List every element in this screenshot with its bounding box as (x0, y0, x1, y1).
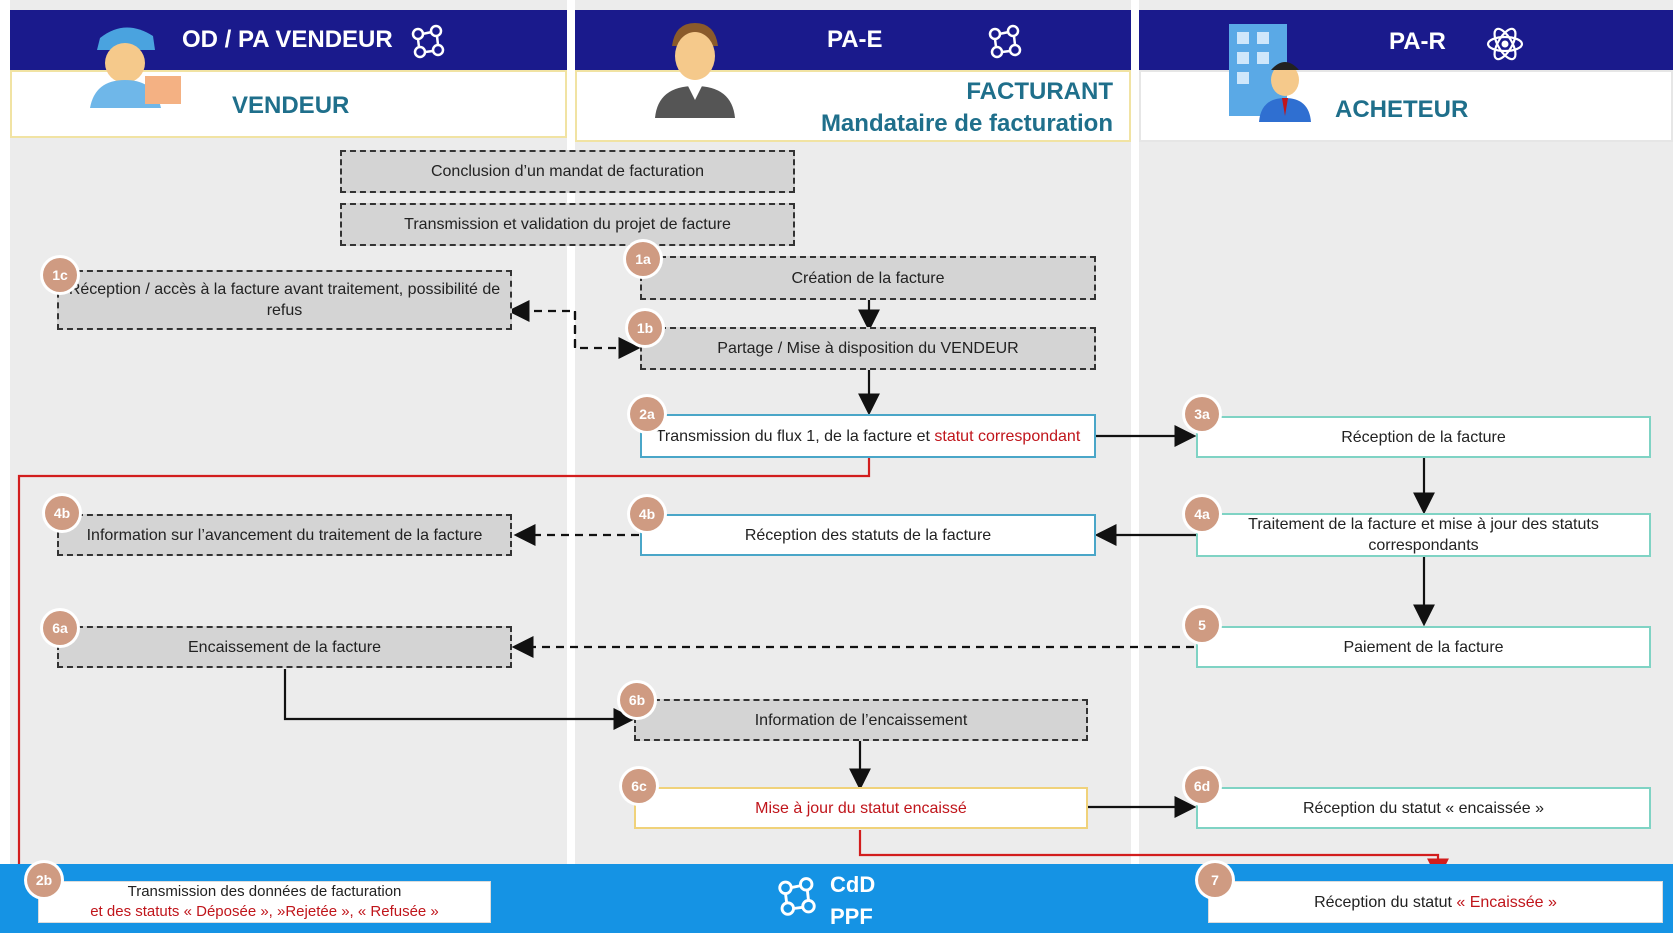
lane-pae-header: PA-E (575, 10, 1131, 70)
step-2a-red-text: statut correspondant (934, 427, 1081, 445)
atom-icon (1485, 24, 1525, 71)
step-5: Paiement de la facture (1196, 626, 1651, 668)
network-icon (408, 22, 448, 69)
step-6a: Encaissement de la facture (57, 626, 512, 668)
step-5-text: Paiement de la facture (1343, 638, 1504, 656)
step-1c-text: Réception / accès à la facture avant tra… (68, 281, 501, 319)
lane-pae-role-line1: FACTURANT (966, 78, 1113, 105)
footer-cdd: CdD (830, 872, 876, 897)
step-6c: Mise à jour du statut encaissé (634, 787, 1088, 829)
step-2b-line2: et des statuts « Déposée », »Rejetée », … (90, 903, 439, 920)
step-6b: Information de l’encaissement (634, 699, 1088, 741)
step-4b-vendeur: Information sur l’avancement du traiteme… (57, 514, 512, 556)
step-6d: Réception du statut « encaissée » (1196, 787, 1651, 829)
businessman-icon (650, 18, 740, 123)
step-7-red-text: « Encaissée » (1456, 893, 1557, 911)
step-1a: Création de la facture (640, 256, 1096, 300)
step-4b-pae-text: Réception des statuts de la facture (744, 526, 992, 544)
step-3a-badge: 3a (1185, 397, 1219, 431)
step-2a-text: Transmission du flux 1, de la facture et (655, 427, 935, 445)
step-1a-text: Création de la facture (791, 269, 945, 287)
projet-step: Transmission et validation du projet de … (340, 203, 795, 246)
step-6d-badge: 6d (1185, 769, 1219, 803)
step-4b-vendeur-badge: 4b (45, 496, 79, 530)
network-icon (985, 22, 1025, 69)
step-1c: Réception / accès à la facture avant tra… (57, 270, 512, 330)
step-6a-text: Encaissement de la facture (188, 638, 381, 656)
step-4b-vendeur-text: Information sur l’avancement du traiteme… (86, 526, 483, 544)
step-6a-badge: 6a (43, 611, 77, 645)
lane-vendeur-role: VENDEUR (232, 92, 350, 119)
lane-par-title: PA-R (1389, 28, 1446, 55)
step-6b-badge: 6b (620, 683, 654, 717)
office-buyer-icon (1225, 20, 1315, 127)
step-3a-text: Réception de la facture (1341, 428, 1506, 446)
lane-vendeur-title: OD / PA VENDEUR (182, 26, 393, 53)
step-1b-text: Partage / Mise à disposition du VENDEUR (717, 340, 1019, 357)
step-7-content: Réception du statut « Encaissée » (1314, 892, 1557, 913)
step-4b-pae-badge: 4b (630, 497, 664, 531)
step-6b-text: Information de l’encaissement (754, 711, 968, 729)
lane-par-role: ACHETEUR (1335, 96, 1469, 123)
step-1a-badge: 1a (626, 242, 660, 276)
step-2a-content: Transmission du flux 1, de la facture et… (656, 426, 1081, 447)
lane-par-header: PA-R (1139, 10, 1673, 70)
step-4a-text: Traitement de la facture et mise à jour … (1248, 516, 1599, 554)
mandat-text: Conclusion d’un mandat de facturation (430, 163, 705, 180)
step-4a: Traitement de la facture et mise à jour … (1196, 513, 1651, 557)
step-1b-badge: 1b (628, 311, 662, 345)
step-6c-text: Mise à jour du statut encaissé (755, 799, 967, 817)
network-icon (772, 874, 822, 925)
step-4a-badge: 4a (1185, 497, 1219, 531)
footer-ppf: PPF (830, 904, 873, 929)
step-2b: Transmission des données de facturation … (38, 881, 491, 923)
step-5-badge: 5 (1185, 608, 1219, 642)
step-7-text: Réception du statut (1314, 893, 1457, 911)
step-3a: Réception de la facture (1196, 416, 1651, 458)
step-6d-text: Réception du statut « encaissée » (1302, 799, 1545, 817)
step-1b: Partage / Mise à disposition du VENDEUR (640, 327, 1096, 370)
step-2b-badge: 2b (27, 863, 61, 897)
lane-vendeur-header: OD / PA VENDEUR (10, 10, 567, 70)
mandat-step: Conclusion d’un mandat de facturation (340, 150, 795, 193)
step-7-badge: 7 (1198, 863, 1232, 897)
step-7: Réception du statut « Encaissée » (1208, 881, 1663, 923)
step-2a-badge: 2a (630, 397, 664, 431)
lane-pae-role-line2: Mandataire de facturation (820, 110, 1113, 137)
projet-text: Transmission et validation du projet de … (404, 216, 731, 233)
lane-par-role-box: ACHETEUR (1139, 70, 1673, 142)
step-2b-line1: Transmission des données de facturation (127, 883, 402, 900)
step-1c-badge: 1c (43, 258, 77, 292)
delivery-person-icon (85, 18, 185, 113)
step-2a: Transmission du flux 1, de la facture et… (640, 414, 1096, 458)
step-4b-pae: Réception des statuts de la facture (640, 514, 1096, 556)
step-6c-badge: 6c (622, 769, 656, 803)
lane-pae-title: PA-E (827, 26, 883, 53)
